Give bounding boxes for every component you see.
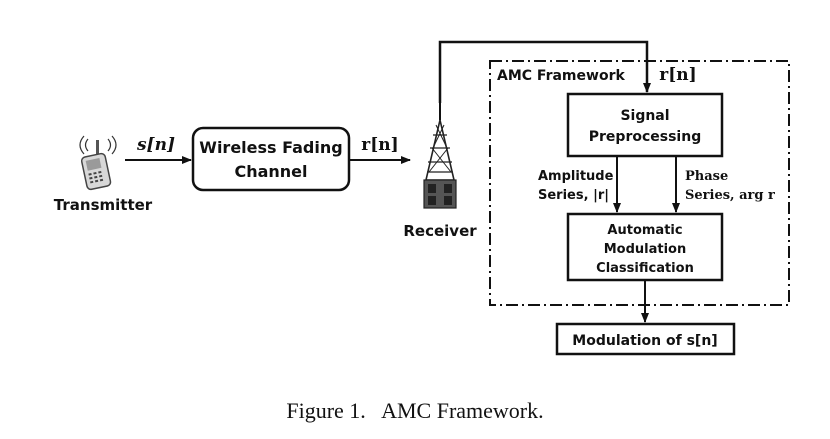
channel-line2: Channel [234, 162, 307, 181]
amc-box [566, 212, 724, 282]
signal-r-right-label: r[n] [659, 65, 696, 85]
phase-line1: Phase [685, 169, 728, 184]
phase-line2: Series, arg r [685, 188, 775, 203]
transmitter-label: Transmitter [54, 196, 153, 214]
amplitude-line2: Series, |r| [538, 188, 609, 203]
feed-line [438, 40, 649, 103]
preprocess-box [566, 92, 724, 158]
tower-icon [423, 103, 457, 209]
signal-s-label: s[n] [136, 135, 175, 155]
preprocess-line2: Preprocessing [589, 129, 701, 145]
figure-caption: Figure 1. AMC Framework. [286, 398, 543, 423]
output-label: Modulation of s[n] [572, 333, 717, 349]
signal-r-left-label: r[n] [361, 135, 398, 155]
channel-line1: Wireless Fading [199, 138, 342, 157]
framework-label: AMC Framework [497, 68, 625, 84]
phone-icon [79, 135, 117, 191]
amplitude-line1: Amplitude [538, 169, 614, 184]
amc-line3: Classification [596, 261, 694, 276]
preprocess-line1: Signal [620, 108, 669, 124]
amc-line2: Modulation [604, 242, 687, 257]
receiver-label: Receiver [403, 222, 477, 240]
framework-boundary [489, 60, 790, 306]
amc-line1: Automatic [607, 223, 682, 238]
output-box [555, 322, 736, 356]
